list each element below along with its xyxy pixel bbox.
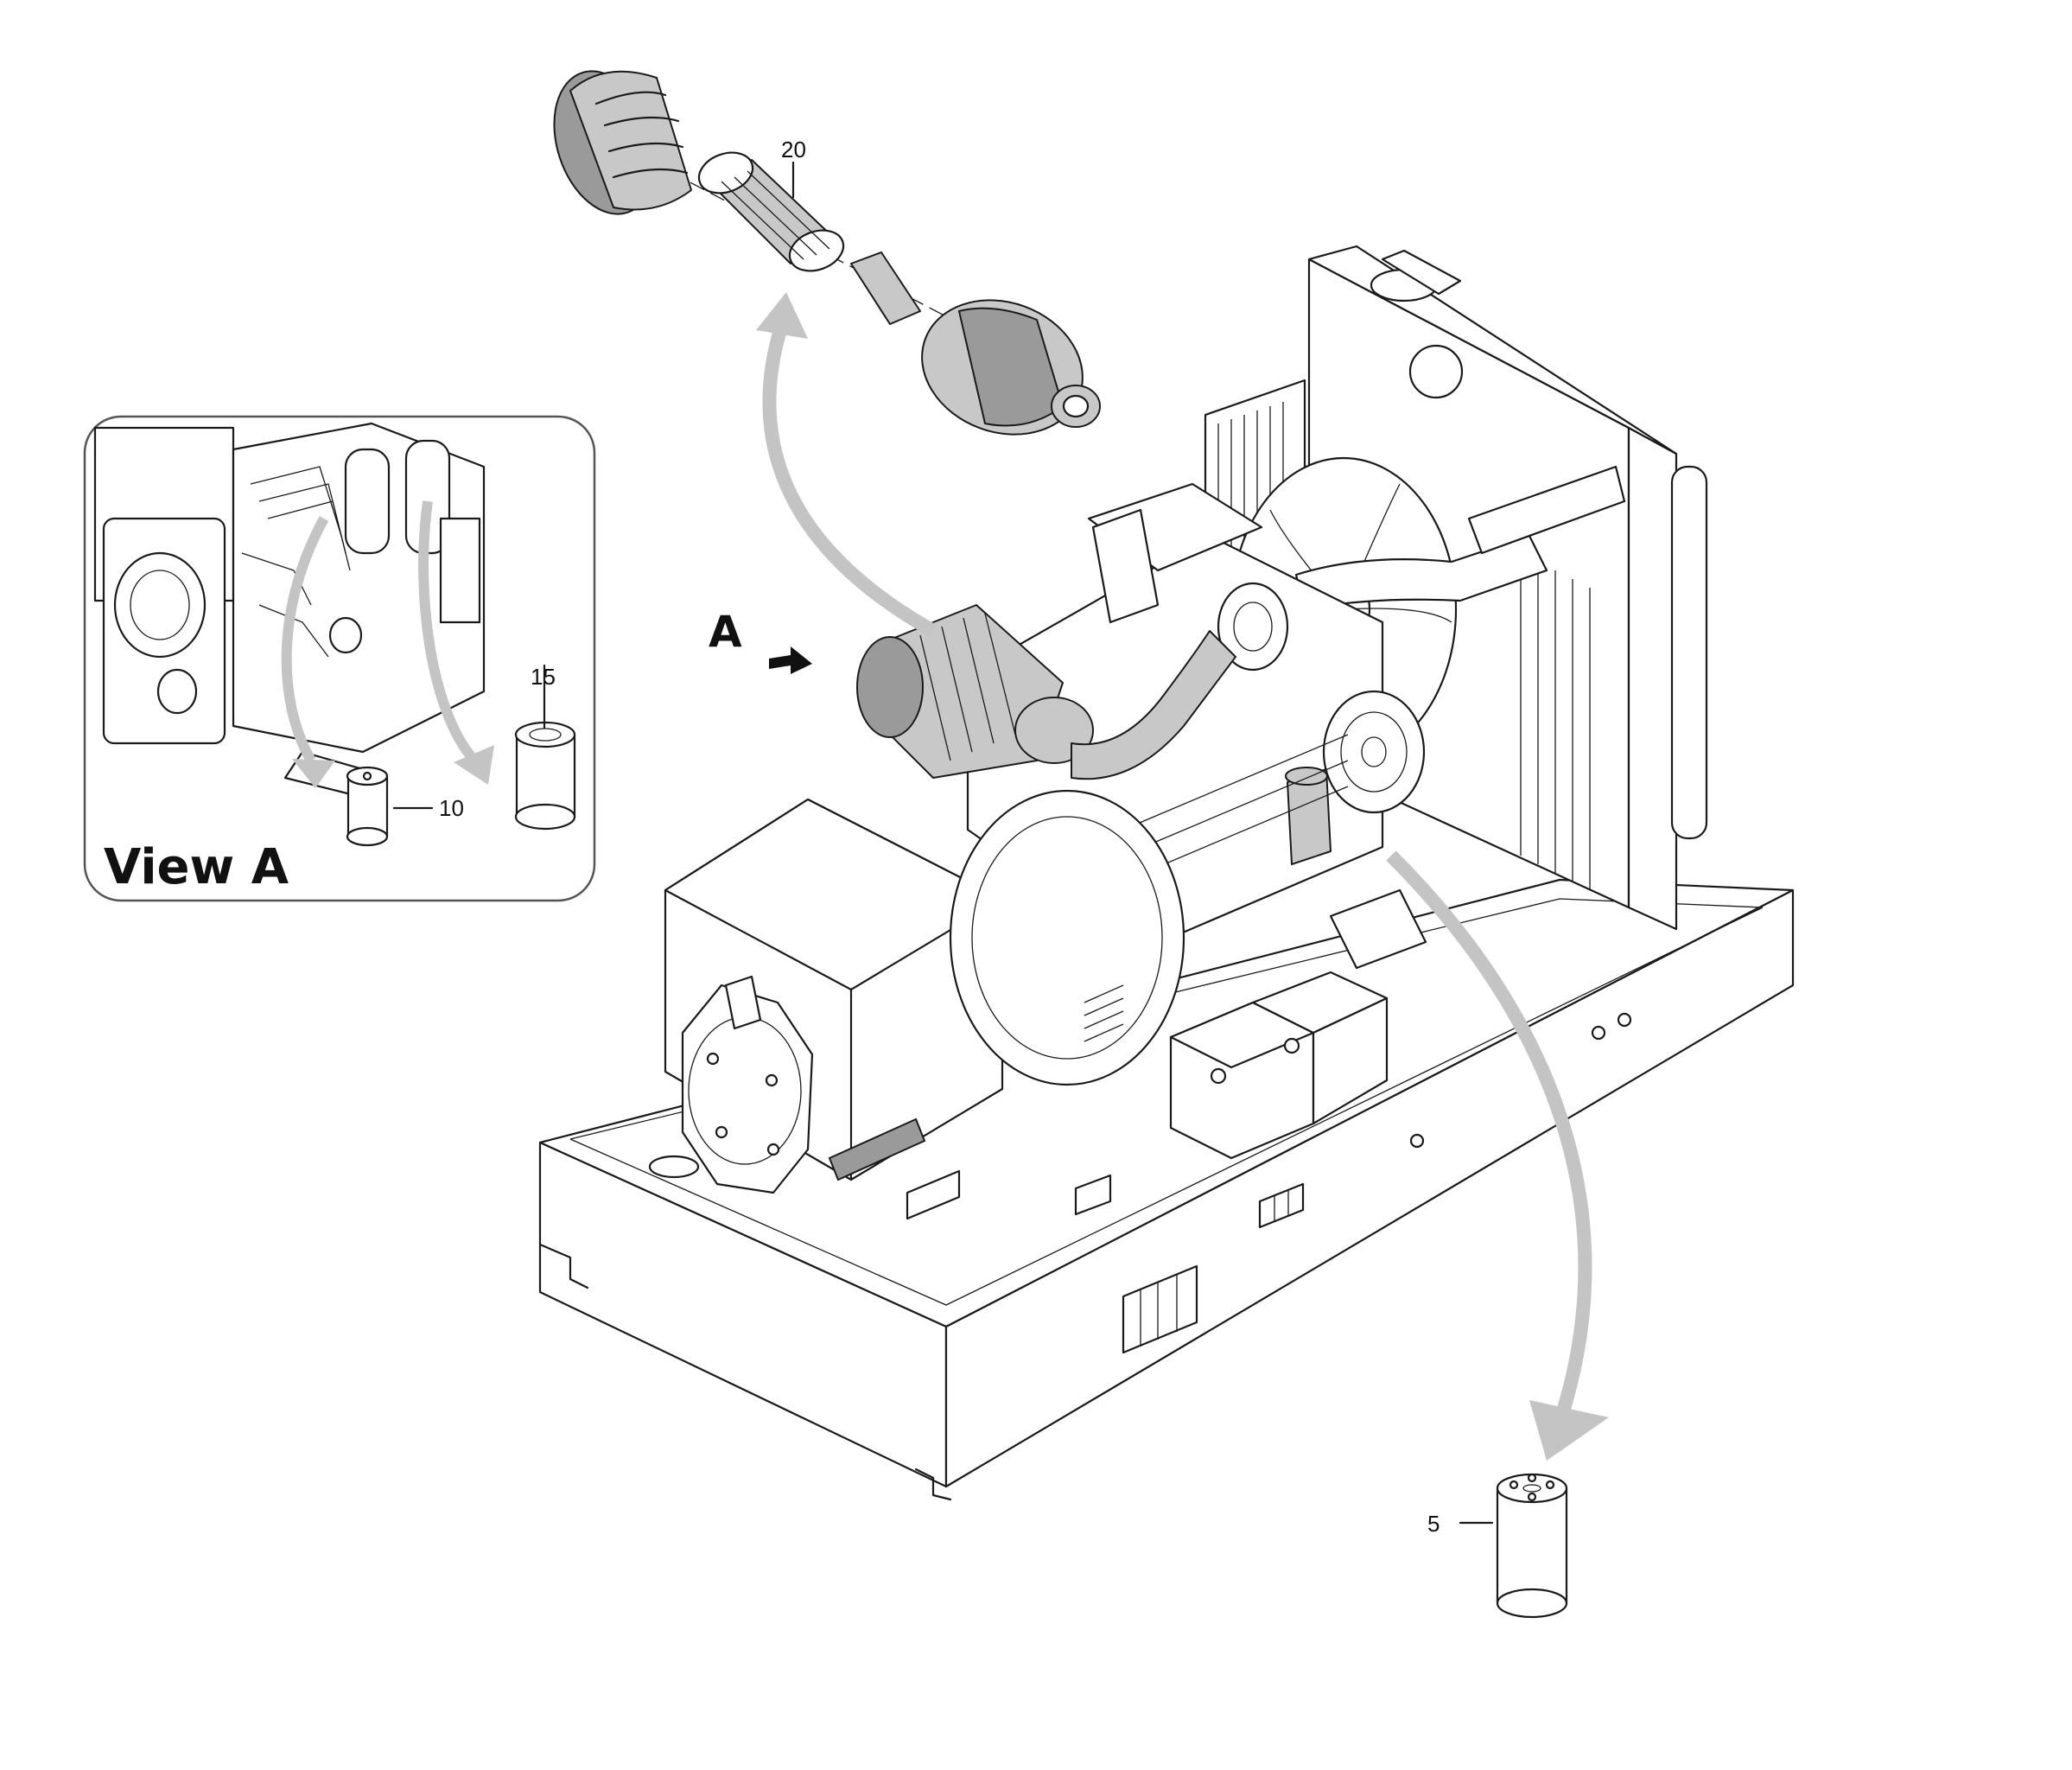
exploded-air-filter: [553, 70, 1101, 436]
air-cleaner-ribs: [919, 613, 1016, 761]
air-filter-safety-element: [850, 251, 921, 325]
callout-15: 15: [531, 664, 556, 690]
view-a-panel: [83, 415, 596, 902]
view-a-title: View A: [104, 839, 289, 895]
leader-lines: [392, 161, 1494, 1525]
oil-filter-5: [1496, 1473, 1568, 1619]
view-a-engine-detail: [93, 422, 486, 797]
installed-air-cleaner: [856, 604, 1236, 780]
front-vent-grille: [1122, 1264, 1198, 1354]
callout-20: 20: [781, 137, 806, 162]
fuel-filter-10: [346, 766, 389, 847]
air-filter-end-cap: [553, 70, 692, 215]
view-arrow-label: A: [709, 607, 742, 657]
generator-housing: [664, 789, 1185, 1194]
prefilter-15: [514, 721, 576, 831]
air-filter-housing: [921, 299, 1101, 436]
radiator-core: [1520, 553, 1591, 890]
bell-vent: [1084, 984, 1124, 1042]
callout-10: 10: [439, 795, 464, 821]
air-filter-element: [697, 151, 845, 272]
generator-end-cover: [681, 984, 814, 1194]
side-vent-grille: [1258, 1182, 1305, 1229]
callout-arrows: [756, 292, 1609, 1461]
callout-5: 5: [1427, 1511, 1440, 1537]
radiator-cap: [1370, 249, 1464, 399]
alternator: [1322, 690, 1426, 814]
batteries: [1169, 971, 1389, 1160]
view-arrow-icon: [769, 646, 812, 674]
base-frame: [538, 878, 1795, 1501]
view-a-injector-lines: [241, 466, 351, 658]
view-arrow-a: A: [709, 607, 812, 674]
